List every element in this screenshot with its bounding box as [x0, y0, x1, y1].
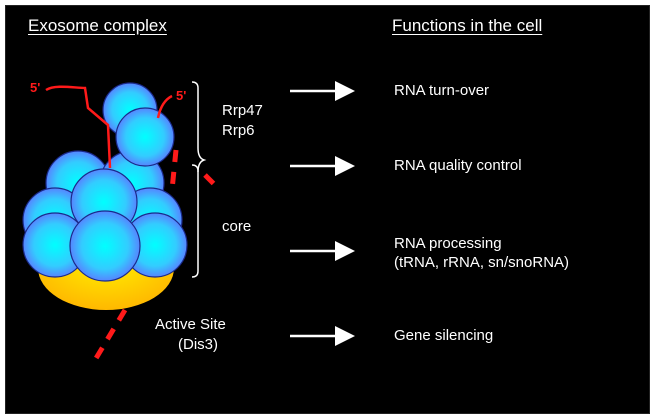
function-item: RNA processing	[394, 235, 502, 252]
function-item: RNA turn-over	[394, 82, 490, 99]
label-dis3: (Dis3)	[178, 336, 218, 353]
core-subunit	[69, 210, 141, 282]
rna-strand-right	[156, 94, 173, 119]
function-item: RNA quality control	[394, 157, 522, 174]
function-item-sub: (tRNA, rRNA, sn/snoRNA)	[394, 254, 570, 271]
left-heading: Exosome complex	[28, 16, 167, 35]
label-core: core	[222, 218, 252, 235]
rna-strand-left	[45, 85, 112, 169]
label-rrp47: Rrp47	[222, 102, 263, 119]
right-heading: Functions in the cell	[392, 16, 543, 35]
rna-strand-exit	[92, 149, 220, 362]
label-rrp6: Rrp6	[222, 122, 255, 139]
label-active-site: Active Site	[155, 316, 226, 333]
cap-subunit-rrp6	[115, 107, 175, 167]
cap-brace	[191, 81, 207, 173]
rna-5prime-label-right: 5'	[176, 88, 187, 103]
rna-5prime-label-left: 5'	[30, 80, 41, 95]
core-brace	[191, 164, 199, 278]
function-item: Gene silencing	[394, 327, 494, 344]
